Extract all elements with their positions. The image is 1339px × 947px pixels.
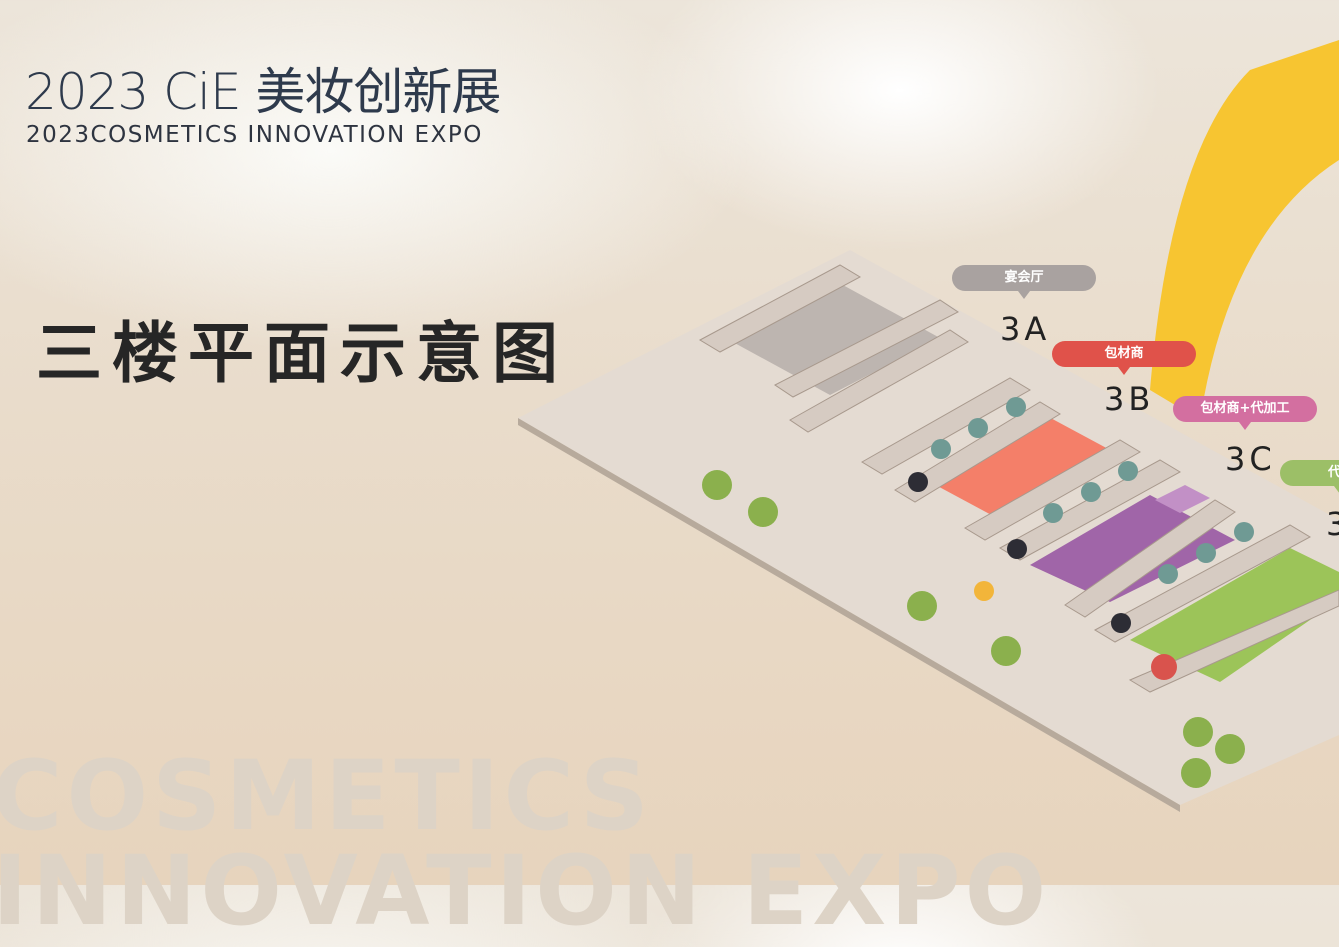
- water-drop-icon: [1111, 613, 1131, 633]
- water-icons: [908, 472, 1131, 633]
- escalator-icon: [1215, 734, 1245, 764]
- yellow-arc: [1150, 40, 1339, 420]
- escalator-icon: [907, 591, 937, 621]
- escalator-icon: [991, 636, 1021, 666]
- hall-3d: [1130, 548, 1339, 682]
- zone-code-3a: 3A: [1000, 310, 1051, 348]
- expo-logo: 2023 CiE 美妆创新展: [25, 63, 501, 121]
- hall-3b: [930, 415, 1125, 525]
- restroom-icon: [1234, 522, 1254, 542]
- restroom-icon: [1118, 461, 1138, 481]
- zone-code-3b: 3B: [1104, 380, 1155, 418]
- walls: [698, 264, 1339, 693]
- restroom-icon: [968, 418, 988, 438]
- elevator-icon: [1181, 758, 1211, 788]
- restroom-icon: [1006, 397, 1026, 417]
- hall-3c-stage: [1155, 485, 1210, 513]
- escalator-icon: [1183, 717, 1213, 747]
- page-title: 三楼平面示意图: [36, 315, 568, 392]
- zone-tag-3d: 代: [1280, 460, 1339, 494]
- expo-logo-subtitle: 2023COSMETICS INNOVATION EXPO: [26, 122, 483, 148]
- restroom-icons: [931, 397, 1254, 584]
- zone-code-3c: 3C: [1225, 440, 1276, 478]
- floor-slab: [518, 250, 1339, 805]
- watermark-line-1: COSMETICS: [0, 740, 653, 852]
- info-icon: [974, 581, 994, 601]
- restroom-icon: [1158, 564, 1178, 584]
- restroom-icon: [931, 439, 951, 459]
- zone-tag-3b: 包材商: [1052, 341, 1196, 375]
- water-drop-icon: [1007, 539, 1027, 559]
- escalator-icon: [748, 497, 778, 527]
- zone-tag-3c: 包材商+代加工: [1173, 396, 1317, 430]
- floor-map: [518, 40, 1339, 812]
- restroom-icon: [1043, 503, 1063, 523]
- restroom-icon: [1196, 543, 1216, 563]
- service-icon: [1151, 654, 1177, 680]
- water-drop-icon: [908, 472, 928, 492]
- zone-tag-3a: 宴会厅: [952, 265, 1096, 299]
- escalator-icon: [702, 470, 732, 500]
- escalator-icons: [702, 470, 1245, 788]
- floor-slab-edge: [518, 418, 1180, 812]
- zone-code-3d: 3: [1326, 505, 1339, 543]
- restroom-icon: [1081, 482, 1101, 502]
